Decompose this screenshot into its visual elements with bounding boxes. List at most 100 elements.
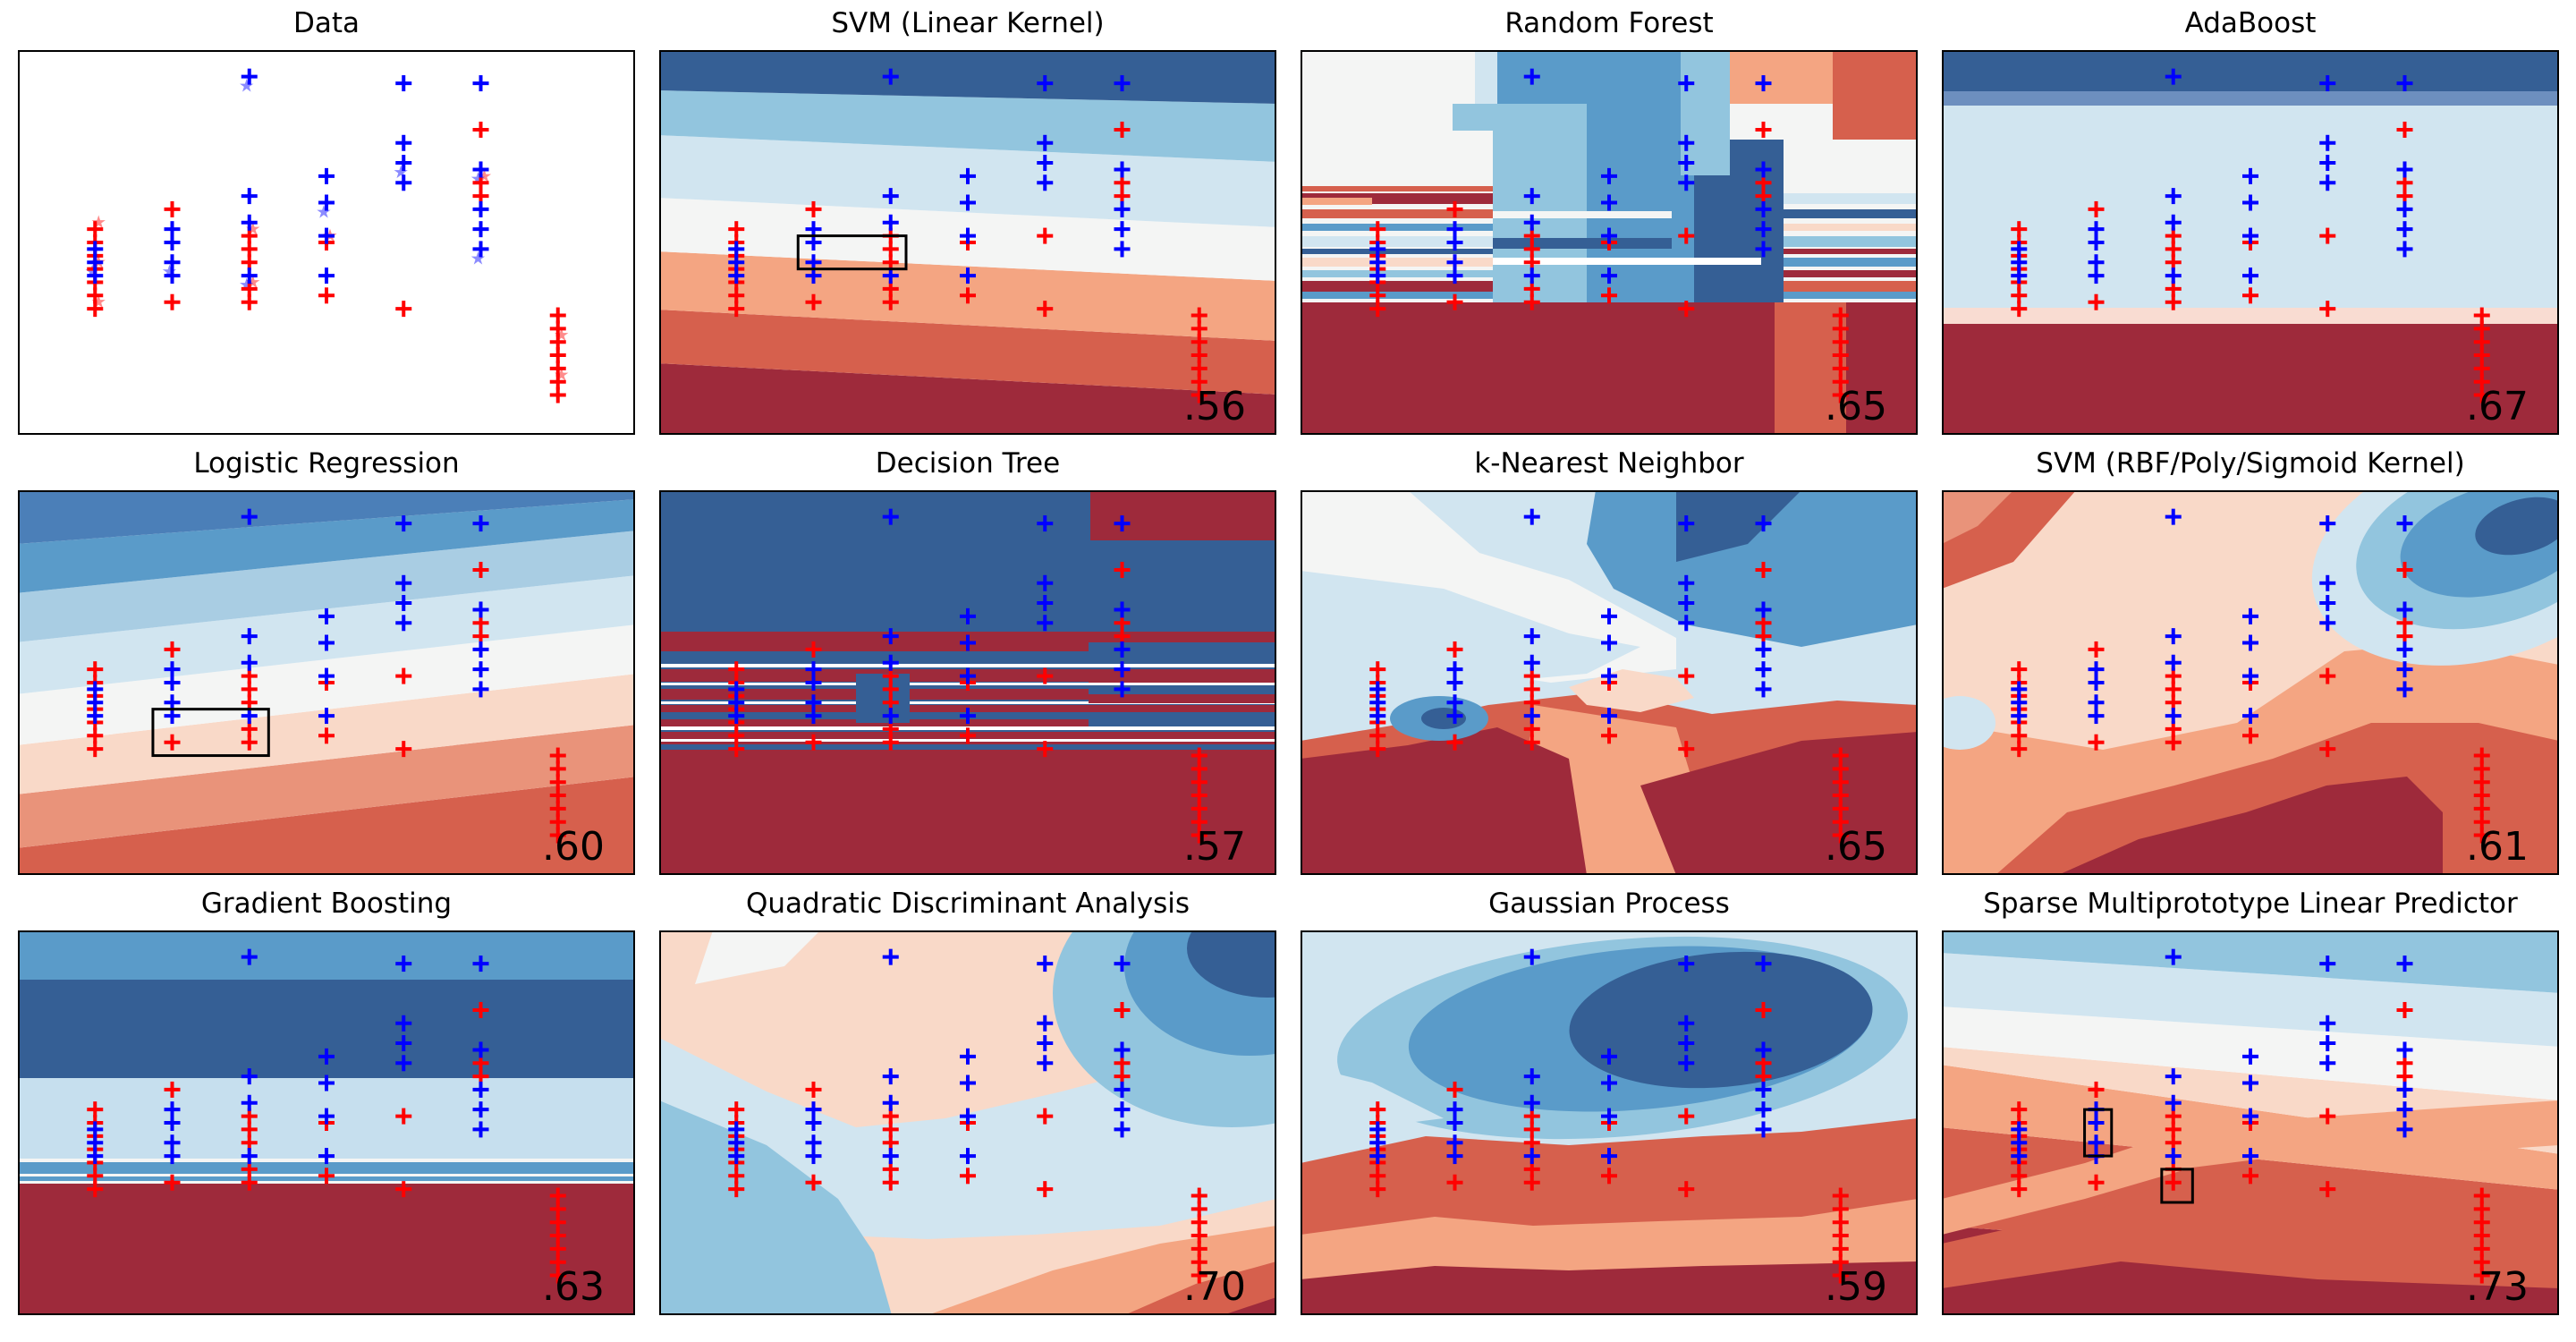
contour-band [659, 90, 1276, 162]
data-point-red [1037, 741, 1054, 758]
decision-surface [1301, 930, 1918, 1315]
data-point-red [1446, 641, 1463, 658]
data-point-blue [318, 1108, 335, 1125]
decision-surface [1301, 50, 1918, 435]
subplot-title: Data [292, 7, 360, 39]
contour-band [18, 725, 635, 848]
data-point-blue [1446, 1101, 1463, 1118]
data-point-red [1678, 741, 1695, 758]
data-point-red [805, 1081, 822, 1098]
data-point-blue [472, 1101, 489, 1118]
contour-region [1676, 490, 1801, 562]
data-point-blue [960, 194, 976, 211]
data-point-blue [805, 694, 822, 711]
data-point-blue [318, 1048, 335, 1065]
contour-region [1493, 238, 1672, 249]
data-point-blue [882, 708, 899, 725]
data-point-blue [318, 708, 335, 725]
data-point-blue [2242, 1048, 2258, 1065]
data-point-red [1191, 1187, 1208, 1204]
data-point-blue [2319, 574, 2336, 591]
plot-frame [18, 50, 635, 435]
plot-frame [18, 930, 635, 1315]
data-point-blue [241, 1094, 258, 1111]
data-point-blue [395, 515, 412, 532]
subplot: Logistic Regression.60 [18, 447, 635, 875]
contour-region [2058, 777, 2443, 875]
data-point-red [2088, 641, 2105, 658]
plot-frame [18, 490, 635, 875]
data-point-blue [2165, 948, 2182, 965]
data-point-blue [2242, 167, 2258, 184]
data-point-blue [1446, 221, 1463, 238]
data-point-red [2088, 200, 2105, 217]
data-point-blue [1114, 641, 1131, 658]
data-point-red [1037, 1181, 1054, 1198]
subplot-title: Sparse Multiprototype Linear Predictor [1983, 888, 2518, 920]
data-point-red [1037, 1108, 1054, 1125]
data-point-blue [2319, 1035, 2336, 1052]
data-point-blue [2396, 75, 2413, 92]
contour-region [1784, 209, 1918, 218]
data-point-red [1114, 561, 1131, 578]
contour-region [1587, 490, 1918, 647]
data-point-blue [1678, 615, 1695, 632]
data-point-blue [1446, 661, 1463, 678]
data-point-blue [2165, 188, 2182, 205]
data-point-blue [2088, 221, 2105, 238]
data-point-blue [1037, 1015, 1054, 1032]
data-point-blue [2396, 601, 2413, 618]
data-point-blue [960, 667, 976, 684]
contour-region [1784, 236, 1918, 247]
data-point-blue [1601, 1148, 1617, 1165]
data-point-red [1755, 1001, 1772, 1018]
data-point-blue [395, 574, 412, 591]
contour-region [659, 719, 1089, 728]
data-point-red [728, 1101, 745, 1118]
data-point-red [882, 1174, 899, 1191]
data-point-blue [2319, 595, 2336, 612]
data-point-blue [395, 1035, 412, 1052]
data-point-blue [318, 667, 335, 684]
contour-region [1301, 186, 1493, 191]
plot-area: ★★★★★★★★★★★★★★★★★ [18, 50, 635, 435]
data-point-blue [472, 241, 489, 258]
data-point-red [2165, 293, 2182, 310]
accuracy-score: .67 [2466, 384, 2529, 429]
contour-band [18, 490, 635, 544]
contour-region [1223, 1297, 1276, 1315]
contour-band [659, 310, 1276, 395]
data-point-red [1037, 667, 1054, 684]
subplot-title: Gaussian Process [1488, 888, 1730, 920]
data-point-blue [2088, 254, 2105, 271]
data-point-red [728, 221, 745, 238]
data-point-red [805, 1174, 822, 1191]
data-point-blue [2396, 221, 2413, 238]
data-point-red [2319, 741, 2336, 758]
highlight-box [2083, 1108, 2114, 1158]
data-point-blue [1678, 155, 1695, 172]
data-point-blue [2088, 1134, 2105, 1151]
data-point-blue [1037, 615, 1054, 632]
contour-region [1301, 1261, 1918, 1315]
data-point-red [395, 1181, 412, 1198]
data-point-blue [241, 628, 258, 645]
accuracy-score: .60 [542, 824, 605, 870]
plot-frame [1301, 490, 1918, 875]
data-point-red [1037, 227, 1054, 244]
data-point-blue [472, 515, 489, 532]
contour-region [1089, 674, 1276, 683]
data-point-red [472, 1001, 489, 1018]
data-point-blue [1114, 661, 1131, 678]
data-point-blue [2165, 708, 2182, 725]
contour-region [1784, 258, 1918, 267]
data-point-red [1832, 1187, 1849, 1204]
data-point-blue [164, 661, 181, 678]
data-point-red [2473, 1187, 2490, 1204]
data-point-red [1114, 1001, 1131, 1018]
contour-region [1784, 270, 1918, 277]
data-point-blue [395, 1055, 412, 1072]
data-point-blue [2165, 628, 2182, 645]
subplot-title: Gradient Boosting [200, 888, 453, 920]
